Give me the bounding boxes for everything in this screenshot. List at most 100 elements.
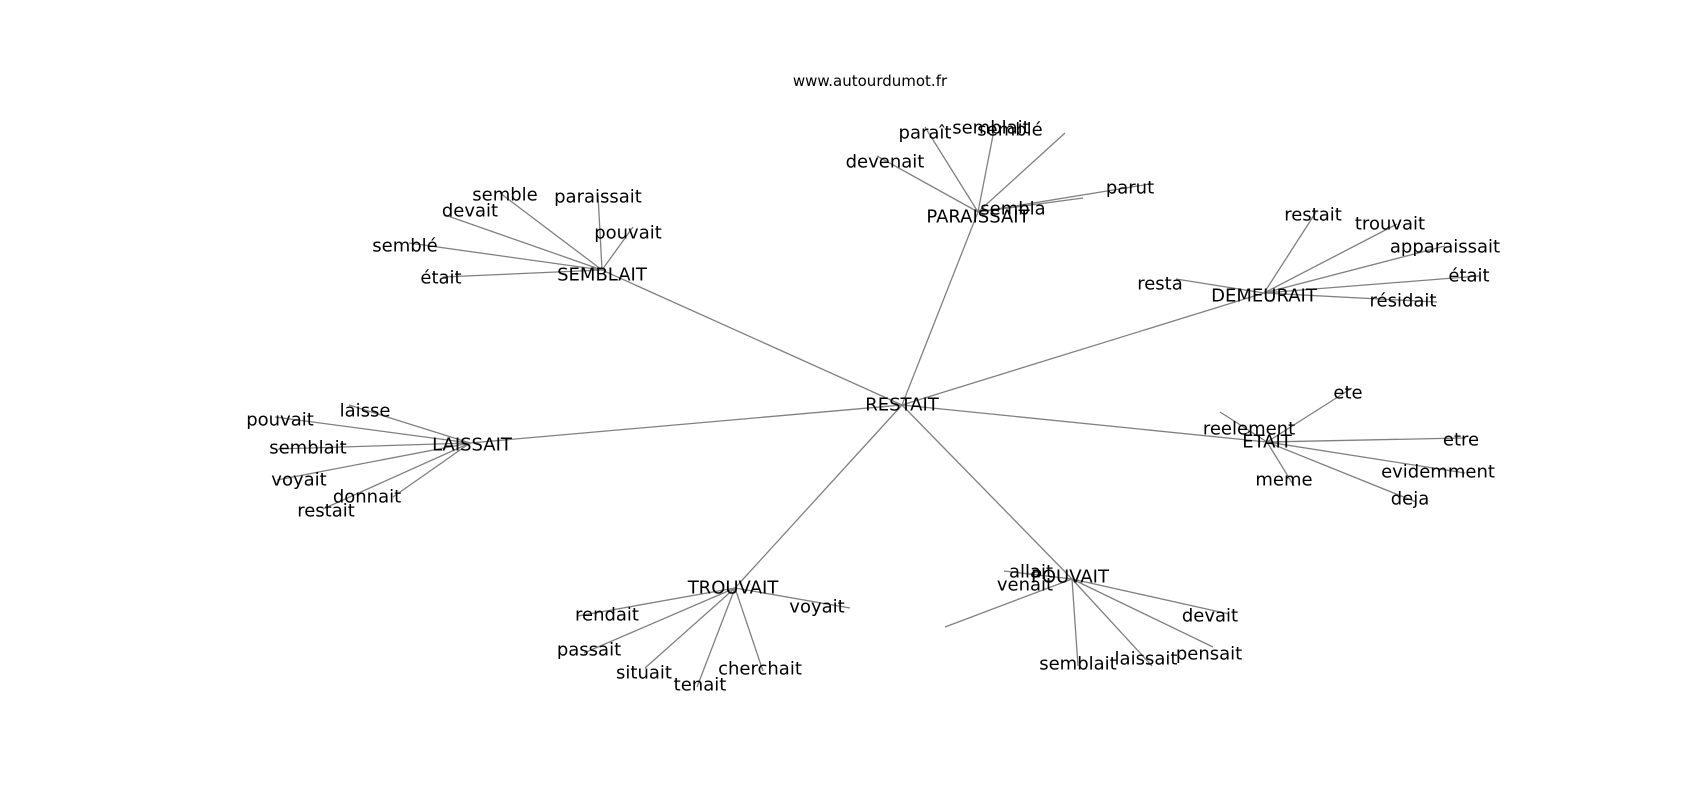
hub-node-semblait[interactable]: SEMBLAIT xyxy=(557,265,648,286)
leaf-trouvait-voyait[interactable]: voyait xyxy=(789,597,844,618)
leaf-demeurait-residait[interactable]: résidait xyxy=(1370,291,1437,312)
edge-trouvait-cherchait xyxy=(734,587,764,672)
leaf-etait-evidemment[interactable]: evidemment xyxy=(1381,462,1495,483)
edge-demeurait-etait xyxy=(1263,275,1480,294)
source-label: www.autourdumot.fr xyxy=(792,72,948,90)
leaf-paraissait-semblait[interactable]: semblait xyxy=(952,118,1030,139)
edge-center-demeurait xyxy=(901,292,1265,406)
edge-center-semblait xyxy=(601,269,903,406)
edge-semblait-semble xyxy=(408,242,603,271)
edge-laissait-restait xyxy=(322,442,471,510)
leaf-paraissait-semble[interactable]: semblé xyxy=(977,120,1043,141)
leaf-semblait-devait[interactable]: devait xyxy=(442,201,498,222)
center-node-restait[interactable]: RESTAIT xyxy=(865,395,940,416)
leaf-demeurait-trouvait[interactable]: trouvait xyxy=(1355,214,1425,235)
edge-pouvait-devait xyxy=(1071,578,1230,615)
edge-laissait-donnait xyxy=(392,442,471,498)
edge-laissait-voyait xyxy=(276,442,471,481)
edge-pouvait-allait xyxy=(1003,570,1073,580)
leaf-semblait-semble[interactable]: semblé xyxy=(372,236,438,257)
leaf-etait-deja[interactable]: deja xyxy=(1391,489,1430,510)
leaf-semblait-paraissait[interactable]: paraissait xyxy=(554,187,642,208)
leaf-trouvait-cherchait[interactable]: cherchait xyxy=(718,659,802,680)
leaf-semblait-semble[interactable]: semble xyxy=(472,185,538,206)
leaf-laissait-laisse[interactable]: laisse xyxy=(340,401,391,422)
edge-demeurait-trouvait xyxy=(1263,223,1398,294)
hub-node-laissait[interactable]: LAISSAIT xyxy=(432,435,513,456)
leaf-pouvait-semblait[interactable]: semblait xyxy=(1039,654,1117,675)
edge-demeurait-residait xyxy=(1263,292,1438,303)
edge-center-trouvait xyxy=(734,404,903,589)
edge-etait-ete xyxy=(1266,387,1353,443)
edge-paraissait-semble xyxy=(977,132,1066,213)
leaf-laissait-restait[interactable]: restait xyxy=(297,501,355,522)
edge-etait-reelement xyxy=(1219,411,1268,443)
edge-trouvait-voyait xyxy=(734,587,851,609)
leaf-trouvait-rendait[interactable]: rendait xyxy=(575,605,639,626)
edge-center-pouvait xyxy=(901,404,1073,580)
edge-pouvait-pensait xyxy=(1071,578,1214,648)
leaf-laissait-donnait[interactable]: donnait xyxy=(333,487,401,508)
leaf-semblait-etait[interactable]: était xyxy=(420,268,461,289)
hub-node-trouvait[interactable]: TROUVAIT xyxy=(687,578,780,599)
edge-pouvait-semblait xyxy=(1071,578,1079,667)
edge-etait-evidemment xyxy=(1266,441,1466,474)
edge-laissait-laisse xyxy=(348,404,471,444)
leaf-etait-reelement[interactable]: reelement xyxy=(1203,419,1295,440)
leaf-paraissait-sembla[interactable]: sembla xyxy=(980,199,1045,220)
leaf-pouvait-pensait[interactable]: pensait xyxy=(1176,644,1242,665)
edge-pouvait-laissait xyxy=(1071,578,1153,667)
leaf-trouvait-passait[interactable]: passait xyxy=(557,640,621,661)
leaf-paraissait-parut[interactable]: parut xyxy=(1106,178,1154,199)
leaf-pouvait-devait[interactable]: devait xyxy=(1182,606,1238,627)
edge-paraissait-devenait xyxy=(876,155,979,213)
edge-trouvait-passait xyxy=(583,587,736,654)
leaf-pouvait-laissait[interactable]: laissait xyxy=(1115,649,1178,670)
hub-node-pouvait[interactable]: POUVAIT xyxy=(1031,567,1110,588)
leaf-etait-meme[interactable]: meme xyxy=(1255,470,1312,491)
edge-semblait-pouvait xyxy=(601,226,634,271)
edge-trouvait-tenait xyxy=(696,587,736,688)
leaf-laissait-voyait[interactable]: voyait xyxy=(271,470,326,491)
hub-node-demeurait[interactable]: DEMEURAIT xyxy=(1211,286,1318,307)
edge-laissait-semblait xyxy=(277,442,471,450)
leaf-paraissait-parait[interactable]: paraît xyxy=(899,123,952,144)
leaf-pouvait-allait[interactable]: allait xyxy=(1009,562,1053,583)
edge-paraissait-parut xyxy=(977,183,1151,213)
edge-demeurait-apparaissait xyxy=(1263,245,1446,294)
leaf-laissait-pouvait[interactable]: pouvait xyxy=(246,410,314,431)
leaf-demeurait-resta[interactable]: resta xyxy=(1137,274,1183,295)
leaf-etait-ete[interactable]: ete xyxy=(1333,383,1362,404)
leaf-pouvait-venait[interactable]: venait xyxy=(997,575,1053,596)
edge-center-etait xyxy=(901,404,1268,443)
edge-center-paraissait xyxy=(901,211,979,406)
edge-paraissait-semblait xyxy=(977,124,996,213)
edge-demeurait-resta xyxy=(1175,278,1265,294)
edge-etait-deja xyxy=(1266,441,1417,503)
edge-pouvait-venait xyxy=(944,578,1073,628)
leaf-trouvait-situait[interactable]: situait xyxy=(616,663,672,684)
edge-semblait-semble xyxy=(499,192,603,271)
edge-semblait-etait xyxy=(442,269,603,278)
edge-semblait-devait xyxy=(444,214,603,271)
hub-node-etait[interactable]: ÉTAIT xyxy=(1242,431,1293,453)
edge-trouvait-rendait xyxy=(577,587,736,617)
edge-center-laissait xyxy=(469,404,903,444)
leaf-trouvait-tenait[interactable]: tenait xyxy=(674,675,727,696)
edge-etait-etre xyxy=(1266,437,1464,443)
leaf-paraissait-devenait[interactable]: devenait xyxy=(846,152,925,173)
edge-laissait-pouvait xyxy=(274,416,471,444)
hub-node-paraissait[interactable]: PARAISSAIT xyxy=(926,207,1030,228)
leaf-demeurait-apparaissait[interactable]: apparaissait xyxy=(1390,237,1500,258)
leaf-demeurait-etait[interactable]: était xyxy=(1448,266,1489,287)
leaf-laissait-semblait[interactable]: semblait xyxy=(269,438,347,459)
leaf-semblait-pouvait[interactable]: pouvait xyxy=(594,223,662,244)
leaf-demeurait-restait[interactable]: restait xyxy=(1284,205,1342,226)
edge-semblait-paraissait xyxy=(597,194,603,271)
edge-paraissait-parait xyxy=(924,126,979,213)
edge-trouvait-situait xyxy=(644,587,736,669)
edge-etait-meme xyxy=(1266,441,1295,487)
leaf-etait-etre[interactable]: etre xyxy=(1443,430,1479,451)
edge-demeurait-restait xyxy=(1263,211,1317,294)
